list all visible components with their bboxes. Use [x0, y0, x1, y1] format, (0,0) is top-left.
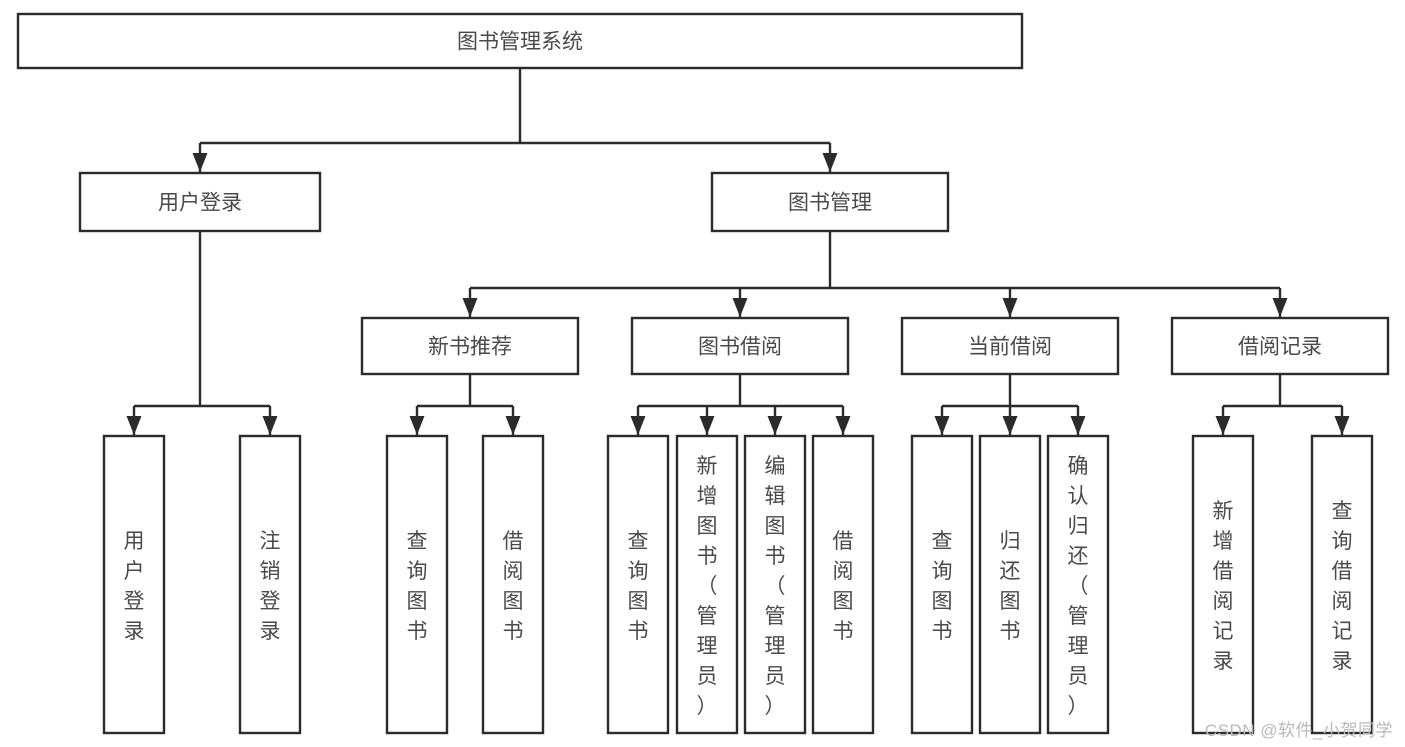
node-new-book-rec[interactable]: 新书推荐 — [360, 316, 580, 376]
node-label-leaf-borrow-book-1: 借阅图书 — [503, 530, 524, 643]
node-leaf-confirm-return[interactable]: 确认归还（管理员） — [1046, 434, 1110, 735]
arrow-book-manage — [822, 153, 838, 172]
node-leaf-user-logout[interactable]: 注销登录 — [238, 434, 302, 735]
node-label-root: 图书管理系统 — [457, 31, 583, 54]
node-box-book-borrow — [630, 316, 850, 376]
arrow-new-book-rec — [462, 298, 478, 317]
node-box-leaf-query-book-1 — [385, 434, 449, 735]
node-leaf-query-record[interactable]: 查询借阅记录 — [1310, 434, 1374, 735]
node-current-borrow[interactable]: 当前借阅 — [900, 316, 1120, 376]
arrow-leaf-query-book-3 — [934, 416, 950, 435]
node-label-current-borrow: 当前借阅 — [968, 336, 1052, 359]
arrow-leaf-confirm-return — [1070, 416, 1086, 435]
node-box-borrow-record — [1170, 316, 1390, 376]
arrow-book-borrow — [732, 298, 748, 317]
node-label-leaf-query-book-2: 查询图书 — [628, 530, 649, 643]
node-box-root — [16, 12, 1024, 70]
node-box-new-book-rec — [360, 316, 580, 376]
node-leaf-borrow-book-2[interactable]: 借阅图书 — [811, 434, 875, 735]
node-box-leaf-borrow-book-2 — [811, 434, 875, 735]
node-leaf-add-book[interactable]: 新增图书（管理员） — [675, 434, 739, 735]
arrow-borrow-record — [1272, 298, 1288, 317]
arrow-leaf-add-book — [699, 416, 715, 435]
node-label-new-book-rec: 新书推荐 — [428, 336, 512, 359]
arrow-user-login — [192, 153, 208, 172]
node-leaf-query-book-3[interactable]: 查询图书 — [910, 434, 974, 735]
node-borrow-record[interactable]: 借阅记录 — [1170, 316, 1390, 376]
node-leaf-add-record[interactable]: 新增借阅记录 — [1191, 434, 1255, 735]
node-leaf-query-book-2[interactable]: 查询图书 — [606, 434, 670, 735]
node-book-manage[interactable]: 图书管理 — [710, 171, 950, 233]
arrow-leaf-user-login — [126, 416, 142, 435]
node-user-login[interactable]: 用户登录 — [78, 171, 322, 233]
node-label-leaf-confirm-return: 确认归还（管理员） — [1068, 455, 1089, 718]
node-box-leaf-add-record — [1191, 434, 1255, 735]
node-label-book-manage: 图书管理 — [788, 192, 872, 215]
node-layer: 图书管理系统用户登录图书管理新书推荐图书借阅当前借阅借阅记录用户登录注销登录查询… — [16, 12, 1390, 735]
node-box-current-borrow — [900, 316, 1120, 376]
node-book-borrow[interactable]: 图书借阅 — [630, 316, 850, 376]
node-box-leaf-return-book — [978, 434, 1042, 735]
arrow-leaf-query-book-2 — [630, 416, 646, 435]
node-leaf-borrow-book-1[interactable]: 借阅图书 — [481, 434, 545, 735]
arrow-leaf-edit-book — [767, 416, 783, 435]
arrow-leaf-query-book-1 — [409, 416, 425, 435]
node-box-leaf-query-book-3 — [910, 434, 974, 735]
node-box-leaf-borrow-book-1 — [481, 434, 545, 735]
node-box-book-manage — [710, 171, 950, 233]
node-label-leaf-add-book: 新增图书（管理员） — [697, 455, 718, 718]
node-label-leaf-user-login: 用户登录 — [124, 530, 145, 643]
node-label-leaf-add-record: 新增借阅记录 — [1213, 500, 1234, 673]
node-label-leaf-query-book-1: 查询图书 — [407, 530, 428, 643]
node-leaf-query-book-1[interactable]: 查询图书 — [385, 434, 449, 735]
arrow-leaf-borrow-book-1 — [505, 416, 521, 435]
node-label-book-borrow: 图书借阅 — [698, 336, 782, 359]
node-box-leaf-query-record — [1310, 434, 1374, 735]
watermark-text: CSDN @软件_小贺同学 — [1204, 721, 1393, 740]
node-label-leaf-query-record: 查询借阅记录 — [1332, 500, 1353, 673]
arrow-leaf-query-record — [1334, 416, 1350, 435]
node-box-user-login — [78, 171, 322, 233]
node-root[interactable]: 图书管理系统 — [16, 12, 1024, 70]
node-leaf-user-login[interactable]: 用户登录 — [102, 434, 166, 735]
arrow-leaf-user-logout — [262, 416, 278, 435]
node-box-leaf-add-book — [675, 434, 739, 735]
arrow-leaf-borrow-book-2 — [835, 416, 851, 435]
node-label-leaf-return-book: 归还图书 — [1000, 530, 1021, 643]
node-box-leaf-user-logout — [238, 434, 302, 735]
arrow-leaf-add-record — [1215, 416, 1231, 435]
node-box-leaf-user-login — [102, 434, 166, 735]
node-label-leaf-query-book-3: 查询图书 — [932, 530, 953, 643]
node-box-leaf-confirm-return — [1046, 434, 1110, 735]
node-leaf-return-book[interactable]: 归还图书 — [978, 434, 1042, 735]
node-box-leaf-edit-book — [743, 434, 807, 735]
node-box-leaf-query-book-2 — [606, 434, 670, 735]
node-label-user-login: 用户登录 — [158, 192, 242, 215]
connector-layer — [126, 68, 1350, 435]
arrow-current-borrow — [1002, 298, 1018, 317]
node-label-leaf-user-logout: 注销登录 — [260, 530, 281, 643]
node-label-leaf-edit-book: 编辑图书（管理员） — [765, 455, 786, 718]
node-label-leaf-borrow-book-2: 借阅图书 — [833, 530, 854, 643]
node-leaf-edit-book[interactable]: 编辑图书（管理员） — [743, 434, 807, 735]
arrow-leaf-return-book — [1002, 416, 1018, 435]
node-label-borrow-record: 借阅记录 — [1238, 336, 1322, 359]
